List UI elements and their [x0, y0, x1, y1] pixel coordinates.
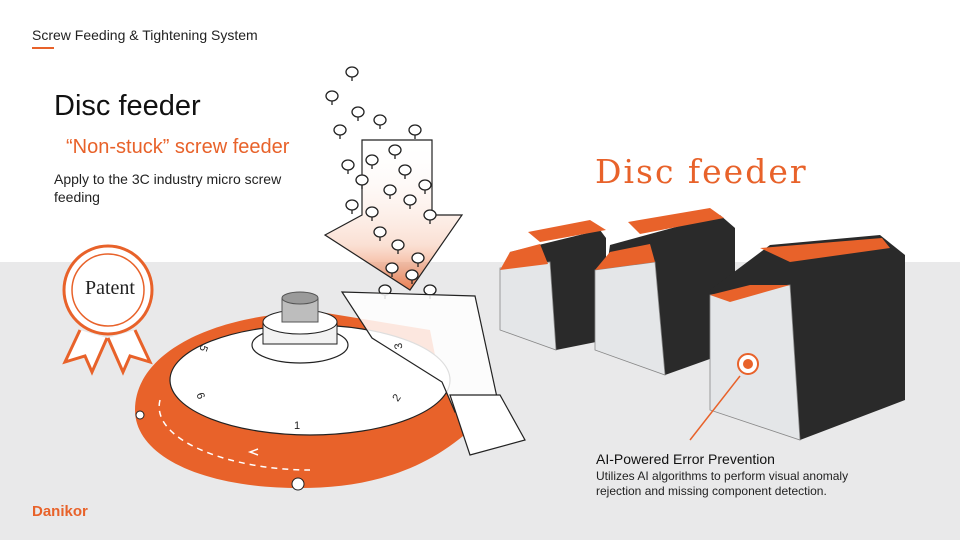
screw-icon: [351, 106, 365, 121]
screw-icon: [423, 209, 437, 224]
machine-small-1: [499, 220, 606, 351]
screw-icon: [398, 164, 412, 179]
screw-icon: [365, 206, 379, 221]
screw-icon: [388, 144, 402, 159]
screw-icon: [411, 252, 425, 267]
screw-icon: [408, 124, 422, 139]
screw-icon: [373, 114, 387, 129]
screw-icon: [341, 159, 355, 174]
screw-icon: [391, 239, 405, 254]
machine-large: [689, 235, 905, 441]
header-title: Screw Feeding & Tightening System: [32, 27, 258, 43]
screw-icon: [345, 66, 359, 81]
funnel-arrow: [323, 139, 464, 291]
main-title: Disc feeder: [54, 90, 201, 122]
screw-icon: [333, 124, 347, 139]
screw-pile: [325, 66, 437, 299]
screw-icon: [365, 154, 379, 169]
screw-icon: [373, 226, 387, 241]
screw-icon: [325, 90, 339, 105]
feature-title: AI-Powered Error Prevention: [596, 451, 775, 467]
subtitle: “Non-stuck” screw feeder: [66, 136, 290, 158]
description: Apply to the 3C industry micro screw fee…: [54, 171, 282, 205]
patent-label: Patent: [85, 277, 135, 299]
screw-icon: [345, 199, 359, 214]
product-title: Disc feeder: [595, 152, 808, 191]
machine-small-2: [594, 208, 735, 376]
disc-number-1: 1: [294, 420, 301, 432]
header-underline: [32, 47, 54, 49]
feature-description: Utilizes AI algorithms to perform visual…: [596, 469, 849, 498]
screw-icon: [385, 262, 399, 277]
screw-icon: [355, 174, 369, 189]
brand-logo: Danikor: [32, 503, 88, 520]
patent-ribbon-icon: [62, 244, 154, 376]
screw-icon: [403, 194, 417, 209]
screw-icon: [418, 179, 432, 194]
screw-icon: [405, 269, 419, 284]
screw-icon: [383, 184, 397, 199]
disc-feeder-drawing: [135, 291, 526, 491]
